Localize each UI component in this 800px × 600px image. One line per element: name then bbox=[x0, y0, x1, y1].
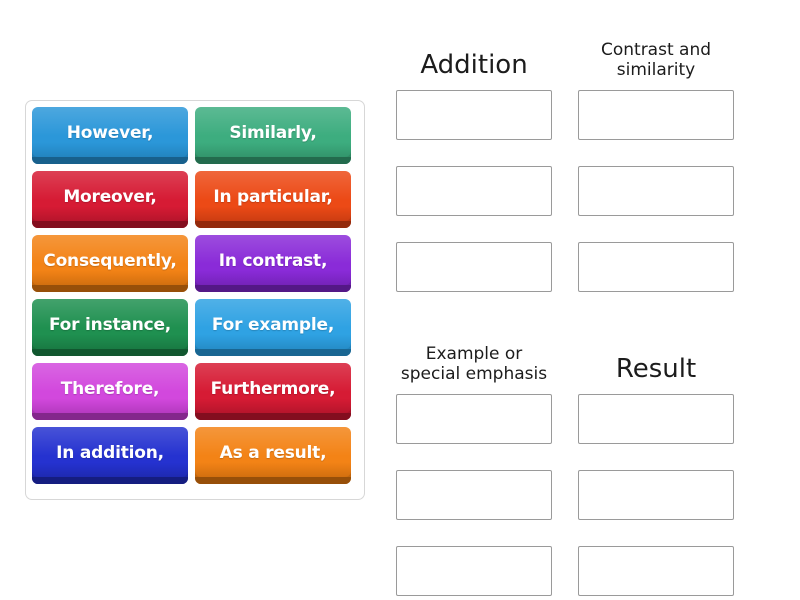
drop-slot[interactable] bbox=[578, 242, 734, 292]
category-title-text: Addition bbox=[420, 49, 528, 80]
draggable-tile[interactable]: Therefore, bbox=[32, 363, 188, 420]
category-row: Addition Contrast and similarity bbox=[396, 18, 786, 292]
drop-slot[interactable] bbox=[396, 90, 552, 140]
draggable-tile[interactable]: Furthermore, bbox=[195, 363, 351, 420]
tile-label: For instance, bbox=[48, 315, 172, 335]
drop-slot[interactable] bbox=[396, 242, 552, 292]
category-column: Result bbox=[578, 322, 734, 596]
drop-slot[interactable] bbox=[396, 166, 552, 216]
category-row: Example or special emphasis Result bbox=[396, 322, 786, 596]
drop-slot[interactable] bbox=[578, 166, 734, 216]
draggable-tile[interactable]: Consequently, bbox=[32, 235, 188, 292]
draggable-tile[interactable]: For instance, bbox=[32, 299, 188, 356]
tile-label: For example, bbox=[211, 315, 335, 335]
drop-slot[interactable] bbox=[578, 90, 734, 140]
tile-label: However, bbox=[66, 123, 154, 143]
category-column: Contrast and similarity bbox=[578, 18, 734, 292]
tile-label: Similarly, bbox=[229, 123, 317, 143]
draggable-tile[interactable]: In particular, bbox=[195, 171, 351, 228]
tile-label: In contrast, bbox=[218, 251, 328, 271]
tile-label: As a result, bbox=[219, 443, 327, 463]
category-title-text: Contrast and similarity bbox=[600, 39, 712, 80]
tile-label: Furthermore, bbox=[210, 379, 336, 399]
drop-slot[interactable] bbox=[578, 394, 734, 444]
category-column: Addition bbox=[396, 18, 552, 292]
drop-slot[interactable] bbox=[396, 394, 552, 444]
category-column: Example or special emphasis bbox=[396, 322, 552, 596]
tile-label: Moreover, bbox=[63, 187, 157, 207]
tile-pool: However, Similarly, Moreover, In particular… bbox=[25, 100, 365, 500]
tile-label: Therefore, bbox=[60, 379, 160, 399]
tile-label: In particular, bbox=[213, 187, 333, 207]
category-title: Result bbox=[578, 322, 734, 384]
tile-grid: However, Similarly, Moreover, In particular… bbox=[32, 107, 359, 484]
draggable-tile[interactable]: Moreover, bbox=[32, 171, 188, 228]
draggable-tile[interactable]: In contrast, bbox=[195, 235, 351, 292]
drop-slot[interactable] bbox=[578, 546, 734, 596]
category-title-text: Example or special emphasis bbox=[400, 343, 548, 384]
drop-slot[interactable] bbox=[578, 470, 734, 520]
draggable-tile[interactable]: However, bbox=[32, 107, 188, 164]
tile-label: Consequently, bbox=[43, 251, 177, 271]
draggable-tile[interactable]: Similarly, bbox=[195, 107, 351, 164]
category-title: Example or special emphasis bbox=[396, 322, 552, 384]
draggable-tile[interactable]: As a result, bbox=[195, 427, 351, 484]
drop-slot[interactable] bbox=[396, 546, 552, 596]
draggable-tile[interactable]: In addition, bbox=[32, 427, 188, 484]
draggable-tile[interactable]: For example, bbox=[195, 299, 351, 356]
category-title-text: Result bbox=[615, 353, 697, 384]
drop-slot[interactable] bbox=[396, 470, 552, 520]
category-title: Contrast and similarity bbox=[578, 18, 734, 80]
tile-label: In addition, bbox=[56, 443, 164, 463]
category-title: Addition bbox=[396, 18, 552, 80]
